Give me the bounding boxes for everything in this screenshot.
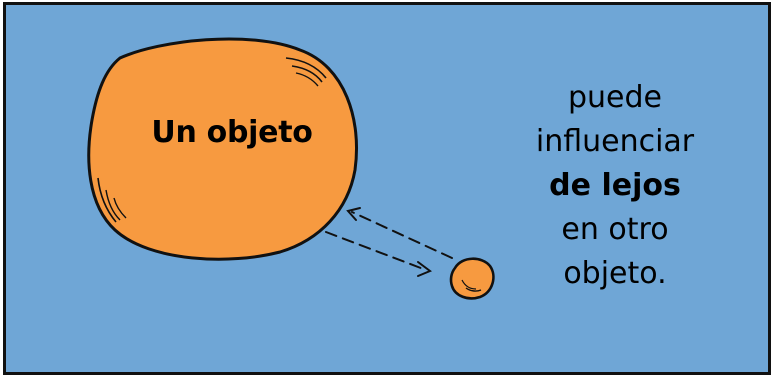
big-object-label: Un objeto [151, 115, 313, 150]
caption-text: puede influenciar de lejos en otro objet… [492, 76, 738, 296]
caption-line-5: objeto. [563, 256, 667, 291]
caption-line-3: de lejos [549, 168, 681, 203]
caption-line-2: influenciar [535, 124, 695, 159]
diagram-panel [3, 2, 771, 375]
caption-line-1: puede [567, 80, 662, 115]
small-blob-icon [449, 257, 495, 300]
caption-line-4: en otro [561, 212, 669, 247]
big-blob-icon [87, 37, 359, 261]
dashed-double-arrow-icon [325, 207, 453, 277]
